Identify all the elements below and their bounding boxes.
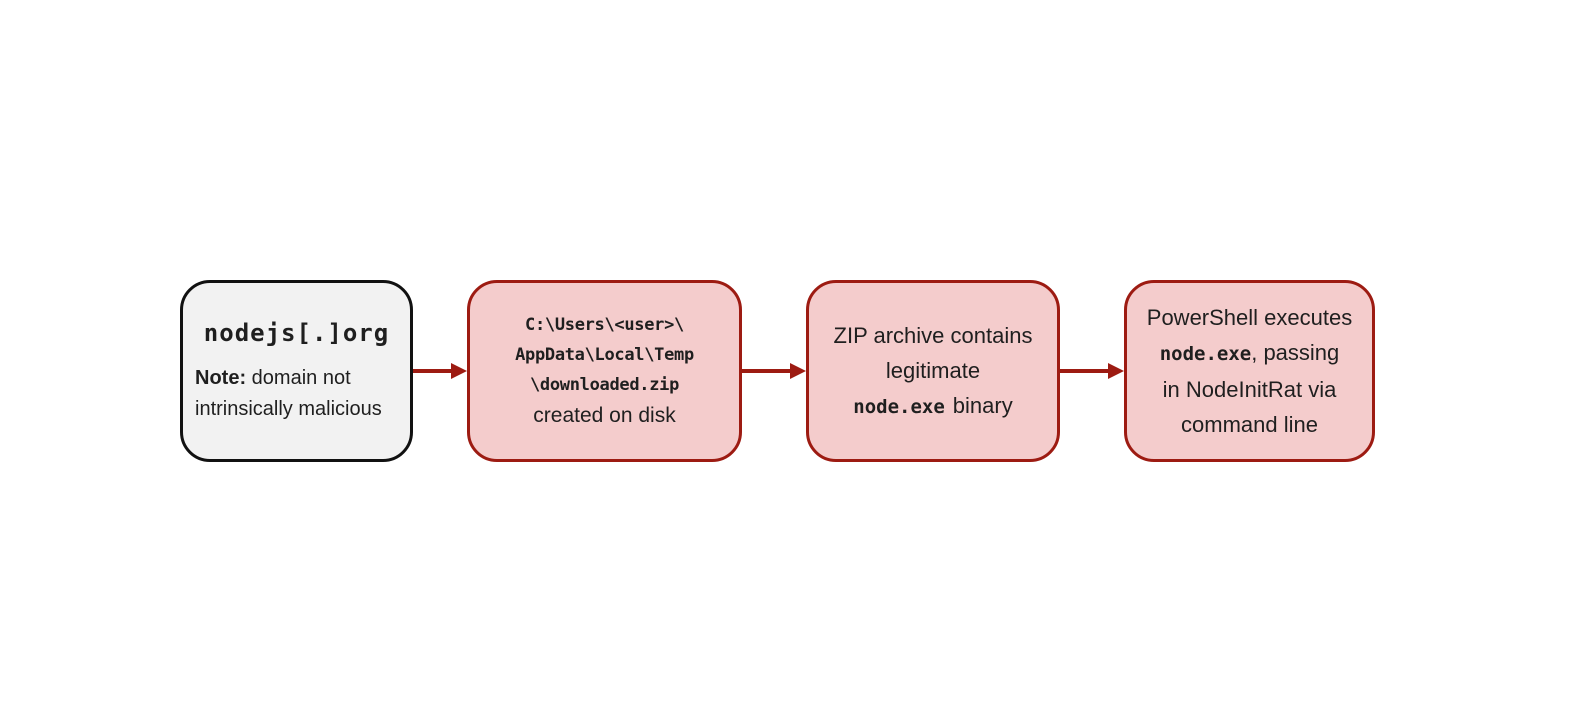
- zip-path-line-1: C:\Users\<user>\: [525, 315, 684, 335]
- node-exe-code: node.exe: [1159, 343, 1252, 365]
- domain-note: Note: domain not intrinsically malicious: [183, 363, 410, 425]
- zip-contents-line-1: ZIP archive contains: [833, 322, 1033, 348]
- zip-path-line-2: AppData\Local\Temp: [515, 345, 694, 365]
- zip-path-caption: created on disk: [533, 404, 676, 427]
- arrow-shaft: [1060, 369, 1108, 373]
- flow-arrow-3: [1060, 280, 1124, 462]
- arrow-head-icon: [1108, 363, 1124, 379]
- domain-code-text: nodejs[.]org: [203, 318, 390, 347]
- zip-contents-line-2: legitimate: [885, 357, 981, 383]
- powershell-line-4: command line: [1181, 412, 1318, 437]
- powershell-line-2: node.exe, passing: [1127, 335, 1372, 372]
- note-body: domain not intrinsically malicious: [195, 366, 382, 420]
- flow-arrow-2: [742, 280, 806, 462]
- arrow-shaft: [413, 369, 451, 373]
- powershell-suffix: , passing: [1251, 340, 1340, 365]
- zip-contents-line-3: node.exe binary: [809, 388, 1057, 425]
- arrow-shaft: [742, 369, 790, 373]
- powershell-line-3: in NodeInitRat via: [1162, 377, 1337, 402]
- flow-arrow-1: [413, 280, 467, 462]
- infection-chain-flow: nodejs[.]org Note: domain not intrinsica…: [180, 280, 1375, 462]
- flow-box-powershell: PowerShell executes node.exe, passing in…: [1124, 280, 1375, 462]
- zip-contents-suffix: binary: [952, 392, 1013, 418]
- flow-box-domain: nodejs[.]org Note: domain not intrinsica…: [180, 280, 413, 462]
- powershell-line-1: PowerShell executes: [1146, 305, 1353, 330]
- flow-box-zip-contents: ZIP archive contains legitimate node.exe…: [806, 280, 1060, 462]
- note-label: Note:: [195, 366, 247, 389]
- node-exe-code: node.exe: [853, 395, 945, 418]
- arrow-head-icon: [790, 363, 806, 379]
- arrow-head-icon: [451, 363, 467, 379]
- zip-path-line-3: \downloaded.zip: [529, 375, 680, 395]
- flow-box-zip-path: C:\Users\<user>\ AppData\Local\Temp \dow…: [467, 280, 742, 462]
